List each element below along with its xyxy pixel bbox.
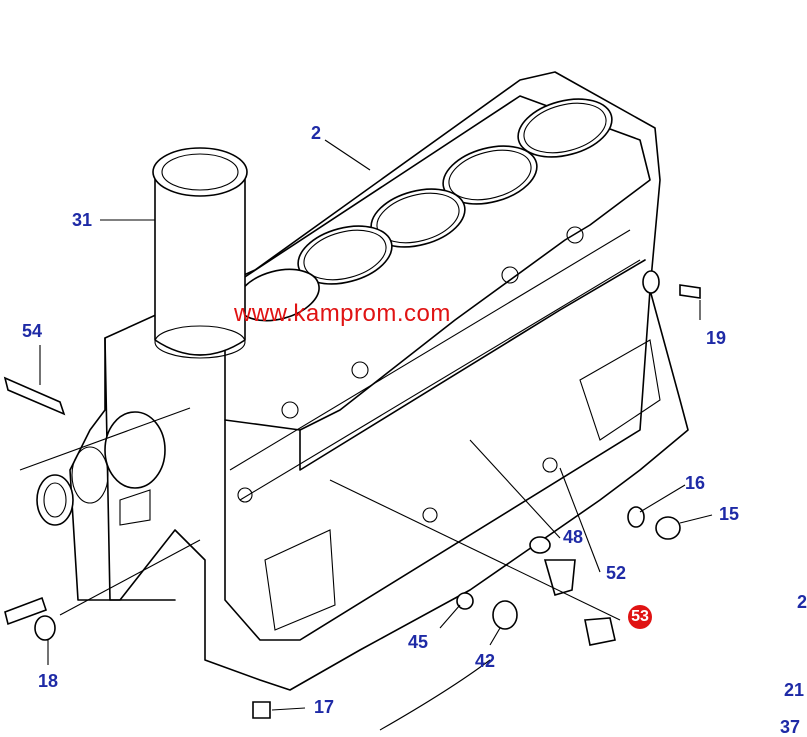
callout-19[interactable]: 19: [706, 328, 727, 348]
sensor-48-52: [529, 536, 576, 596]
callout-21[interactable]: 21: [784, 680, 805, 700]
callout-53-highlighted[interactable]: 53: [628, 605, 652, 629]
watermark-text: www.kamprom.com: [234, 300, 451, 327]
stud-54: [3, 376, 66, 416]
callout-52[interactable]: 52: [606, 563, 627, 583]
plug-15-16: [627, 506, 681, 540]
stud-18: [4, 596, 56, 641]
callout-2-edge[interactable]: 2: [797, 592, 807, 612]
cylinder-liner: [152, 147, 248, 359]
callout-37[interactable]: 37: [780, 717, 801, 737]
callout-48[interactable]: 48: [563, 527, 584, 547]
callout-2[interactable]: 2: [311, 123, 322, 143]
callout-45[interactable]: 45: [408, 632, 429, 652]
callout-31[interactable]: 31: [72, 210, 93, 230]
cylinder-block: [69, 71, 689, 691]
callout-18[interactable]: 18: [38, 671, 59, 691]
plug-19: [642, 270, 701, 299]
callout-42[interactable]: 42: [475, 651, 496, 671]
plug-17: [252, 701, 271, 719]
callout-16[interactable]: 16: [685, 473, 706, 493]
plug-42-45: [456, 592, 518, 630]
callout-17[interactable]: 17: [314, 697, 335, 717]
leader-lines: [19, 139, 713, 731]
sensor-53: [584, 617, 616, 646]
seal-ring: [36, 474, 74, 526]
callout-15[interactable]: 15: [719, 504, 740, 524]
callout-54[interactable]: 54: [22, 321, 43, 341]
